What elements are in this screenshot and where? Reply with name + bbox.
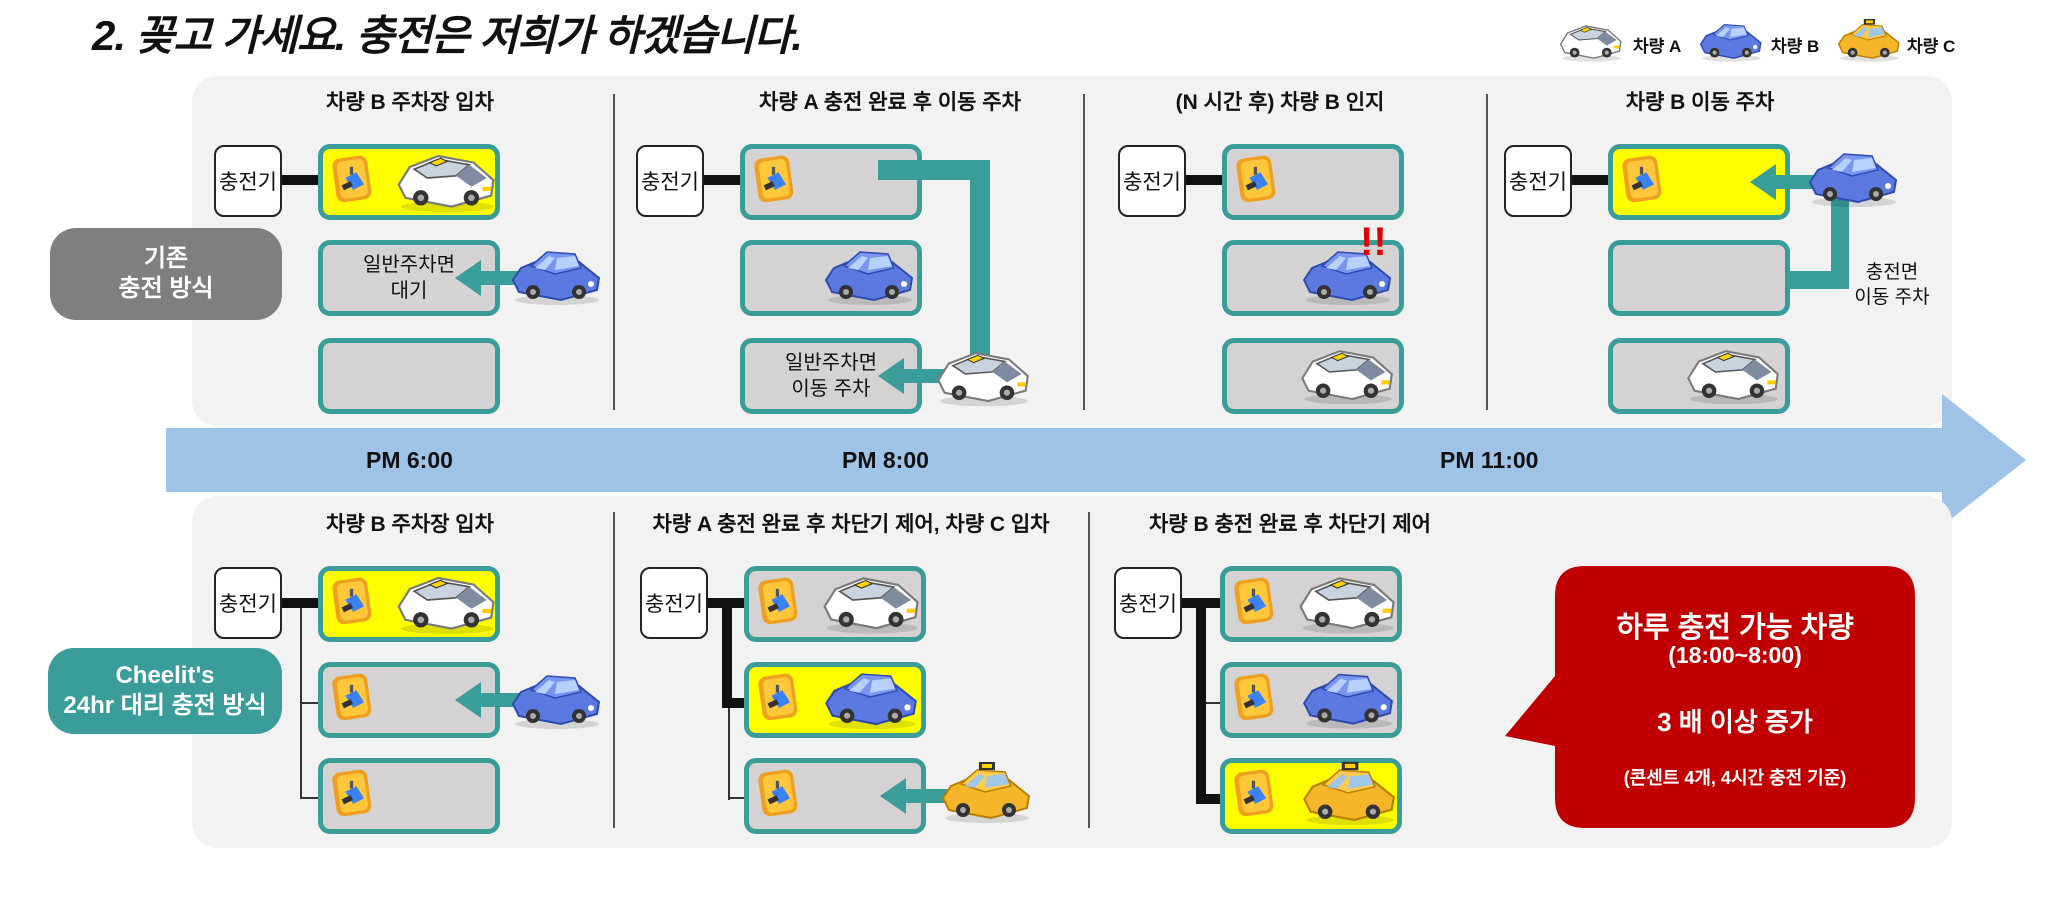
- cheelit-section-3-title: 차량 B 충전 완료 후 차단기 제어: [1148, 513, 1431, 536]
- move-to-charging-note: 충전면 이동 주차: [1854, 262, 1930, 308]
- callout-time-range: (18:00~8:00): [1668, 642, 1802, 668]
- arrow-left-icon: [880, 778, 950, 814]
- plug-icon: [330, 574, 374, 630]
- existing-method-label: 기존 충전 방식: [50, 228, 282, 320]
- yellow-taxi-icon: [1296, 756, 1400, 830]
- cheelit-section-1-title: 차량 B 주차장 입차: [326, 513, 494, 536]
- yellow-taxi-icon: [935, 756, 1035, 828]
- yellow-taxi-icon: [1833, 16, 1903, 64]
- timeline-arrow: [166, 394, 2026, 526]
- blue-car-icon: [1695, 16, 1765, 64]
- legend-label-b: 차량 B: [1771, 37, 1820, 56]
- plug-icon: [756, 670, 800, 726]
- branch-line: [1206, 702, 1222, 704]
- charger-cable: [1572, 175, 1612, 185]
- plug-icon: [1232, 574, 1276, 630]
- callout-increase: 3 배 이상 증가: [1657, 707, 1813, 737]
- cheelit-section-2-title: 차량 A 충전 완료 후 차단기 제어, 차량 C 입차: [652, 513, 1050, 536]
- charger-box: 충전기: [214, 145, 282, 217]
- active-branch: [1196, 598, 1206, 804]
- divider: [1088, 512, 1090, 828]
- time-label-6pm: PM 6:00: [366, 447, 453, 473]
- branch-line: [728, 708, 730, 800]
- active-branch: [722, 598, 732, 708]
- branch-line: [728, 797, 746, 799]
- blue-car-icon: [1802, 140, 1902, 212]
- charger-box: 충전기: [636, 145, 704, 217]
- charger-box: 충전기: [1114, 567, 1182, 639]
- parking-slot: [1608, 240, 1790, 316]
- existing-section-2-title: 차량 A 충전 완료 후 이동 주차: [759, 91, 1021, 114]
- empty-slot: [318, 338, 500, 414]
- move-path-arrow: [878, 160, 990, 370]
- white-suv-taxi-icon: [390, 140, 500, 216]
- callout-heading: 하루 충전 가능 차량: [1616, 612, 1854, 644]
- plug-icon: [1234, 152, 1278, 208]
- charging-slot: [740, 144, 922, 220]
- charger-box: 충전기: [1118, 145, 1186, 217]
- arrow-left-icon: [455, 682, 525, 718]
- plug-icon: [1232, 766, 1276, 822]
- divider: [1083, 94, 1085, 410]
- active-branch: [1196, 794, 1222, 804]
- legend-label-c: 차량 C: [1907, 37, 1956, 56]
- charger-box: 충전기: [640, 567, 708, 639]
- plug-icon: [756, 574, 800, 630]
- plug-icon: [330, 766, 374, 822]
- divider: [613, 512, 615, 828]
- branch-line: [300, 797, 320, 799]
- plug-icon: [330, 152, 374, 208]
- white-suv-taxi-icon: [390, 562, 500, 638]
- blue-car-icon: [1296, 660, 1398, 734]
- existing-section-1-title: 차량 B 주차장 입차: [326, 91, 494, 114]
- callout-text: 하루 충전 가능 차량 (18:00~8:00) 3 배 이상 증가 (콘센트 …: [1555, 566, 1915, 828]
- branch-line: [300, 702, 320, 704]
- cheelit-method-label: Cheelit's 24hr 대리 충전 방식: [48, 648, 282, 734]
- alert-mark: !!: [1360, 220, 1387, 264]
- white-suv-taxi-icon: [1555, 16, 1625, 64]
- blue-car-icon: [505, 238, 605, 310]
- blue-car-icon: [818, 238, 918, 310]
- active-branch: [722, 698, 746, 708]
- arrow-left-icon: [878, 358, 948, 394]
- charger-cable: [282, 175, 322, 185]
- divider: [1486, 94, 1488, 410]
- blue-car-icon: [818, 660, 922, 734]
- callout-basis: (콘센트 4개, 4시간 충전 기준): [1623, 768, 1847, 788]
- blue-car-icon: [505, 662, 605, 734]
- charger-box: 충전기: [1504, 145, 1572, 217]
- charger-cable: [282, 598, 322, 608]
- white-suv-taxi-icon: [816, 562, 924, 638]
- legend: 차량 A 차량 B 차량 C: [1555, 10, 1975, 70]
- charger-cable: [704, 175, 744, 185]
- plug-icon: [756, 766, 800, 822]
- arrow-left-icon: [455, 260, 525, 296]
- existing-section-3-title: (N 시간 후) 차량 B 인지: [1175, 91, 1385, 114]
- time-label-11pm: PM 11:00: [1440, 447, 1539, 473]
- plug-icon: [752, 152, 796, 208]
- charger-box: 충전기: [214, 567, 282, 639]
- time-label-8pm: PM 8:00: [842, 447, 929, 473]
- plug-icon: [330, 670, 374, 726]
- legend-label-a: 차량 A: [1633, 37, 1682, 56]
- page-title: 2. 꽂고 가세요. 충전은 저희가 하겠습니다.: [92, 12, 803, 59]
- plug-icon: [1232, 670, 1276, 726]
- callout-bubble: [1505, 566, 1915, 828]
- white-suv-taxi-icon: [1292, 562, 1400, 638]
- charger-cable: [1186, 175, 1226, 185]
- plug-icon: [1620, 152, 1664, 208]
- existing-section-4-title: 차량 B 이동 주차: [1625, 91, 1775, 114]
- divider: [613, 94, 615, 410]
